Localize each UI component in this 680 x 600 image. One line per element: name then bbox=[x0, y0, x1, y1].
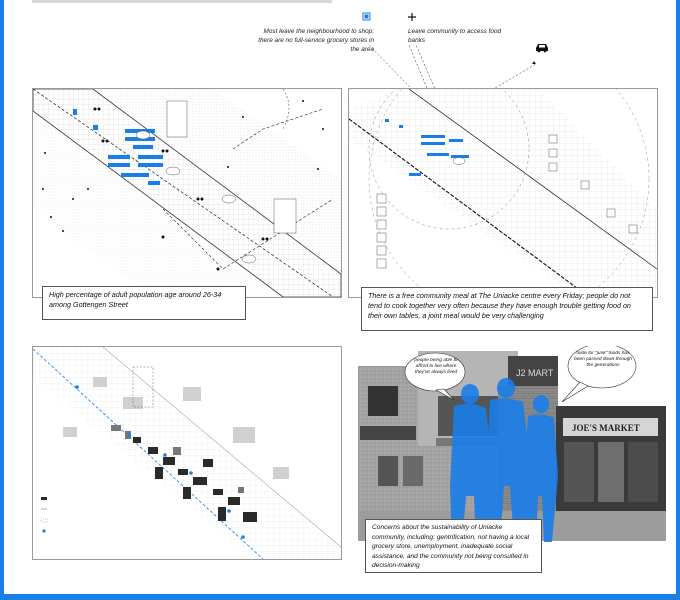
speech-bubble-left-text: people being able to afford to live wher… bbox=[414, 358, 458, 375]
map-age bbox=[33, 89, 341, 297]
people-silhouettes bbox=[450, 378, 558, 546]
caption-age-text: High percentage of adult population age … bbox=[49, 290, 222, 309]
map-panel-buildings bbox=[32, 346, 342, 560]
map-panel-age bbox=[32, 88, 342, 298]
legend-connector-lines bbox=[368, 44, 537, 113]
store-sign: JOE'S MARKET bbox=[572, 423, 640, 433]
map-community-meal bbox=[349, 89, 657, 297]
poster-sheet: Most leave the neighbourhood to shop; th… bbox=[4, 0, 676, 594]
legend-shop-text: Most leave the neighbourhood to shop; th… bbox=[258, 28, 374, 53]
top-strip bbox=[32, 0, 332, 3]
map-panel-community-meal bbox=[348, 88, 658, 298]
caption-community-meal-text: There is a free community meal at The Un… bbox=[368, 291, 631, 320]
legend-food-bank-text: Leave community to access food banks bbox=[408, 28, 502, 44]
speech-bubble-left: people being able to afford to live wher… bbox=[404, 352, 466, 401]
mart-sign: J2 MART bbox=[516, 368, 554, 378]
caption-community-concerns: Concerns about the sustainability of Uni… bbox=[365, 519, 542, 573]
blue-square-icon bbox=[362, 12, 371, 21]
map-buildings bbox=[33, 347, 341, 559]
speech-bubble-right: taste for "junk" foods has been passed d… bbox=[561, 346, 637, 403]
building-key bbox=[40, 497, 48, 533]
caption-age: High percentage of adult population age … bbox=[42, 286, 246, 320]
plus-icon bbox=[408, 13, 416, 21]
car-icon bbox=[536, 44, 548, 53]
speech-bubble-right-text: taste for "junk" foods has been passed d… bbox=[574, 351, 632, 368]
caption-community-concerns-text: Concerns about the sustainability of Uni… bbox=[372, 524, 530, 569]
caption-community-meal: There is a free community meal at The Un… bbox=[361, 287, 653, 331]
